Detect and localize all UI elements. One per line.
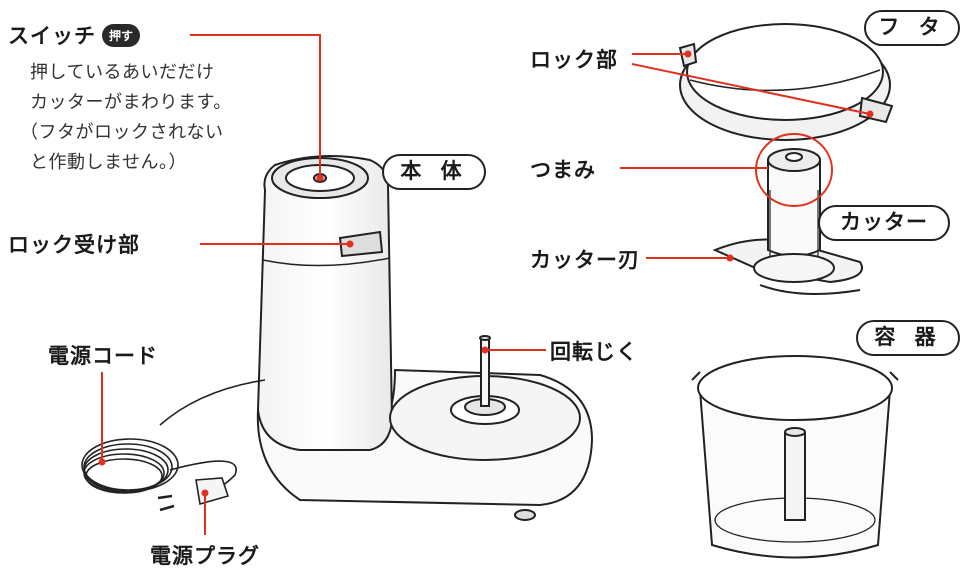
press-badge: 押す: [102, 24, 141, 47]
lock-part-label: ロック部: [530, 48, 618, 72]
knob-label: つまみ: [530, 158, 596, 182]
switch-description: 押しているあいだだけ カッターがまわります。 （フタがロックされない と作動しま…: [20, 58, 232, 178]
power-cord-drawing: [81, 379, 266, 512]
lock-receiver-label: ロック受け部: [8, 233, 140, 257]
rotation-shaft-label: 回転じく: [550, 340, 638, 364]
cutter-drawing: [712, 148, 863, 295]
power-cord-label: 電源コード: [48, 344, 158, 368]
container-drawing: [691, 355, 899, 559]
part-name-lid: フ タ: [864, 10, 960, 46]
switch-desc-line: 押しているあいだだけ: [30, 62, 215, 83]
cutter-blade-label: カッター刃: [530, 248, 640, 272]
leader-lines: [101, 34, 871, 535]
switch-label-text: スイッチ: [8, 24, 96, 48]
part-name-cutter: カッター: [818, 205, 950, 241]
switch-desc-line: カッターがまわります。: [30, 92, 232, 113]
switch-desc-line: （フタがロックされない: [20, 122, 224, 143]
part-name-body: 本 体: [382, 154, 486, 190]
power-plug-label: 電源プラグ: [150, 544, 260, 568]
part-name-container: 容 器: [856, 320, 960, 356]
main-body-drawing: [256, 155, 594, 521]
switch-label: スイッチ押す: [8, 20, 141, 50]
leader-dots: [98, 50, 874, 497]
lid-drawing: [678, 23, 894, 141]
switch-desc-line: と作動しません。）: [30, 152, 187, 173]
